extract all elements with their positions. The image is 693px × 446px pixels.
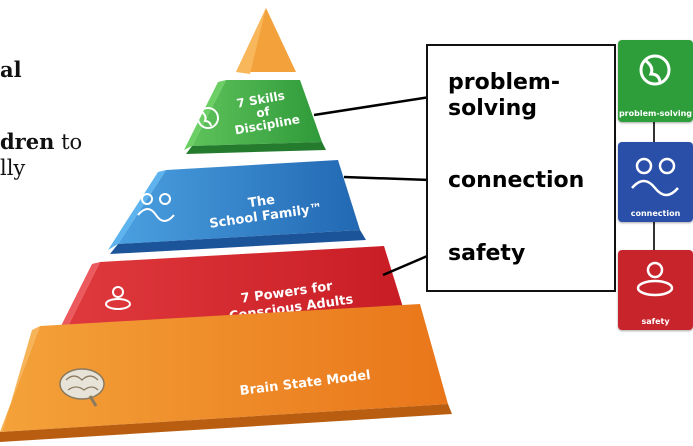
safety-icon xyxy=(105,286,131,310)
paragraph-fragment-line3: lly xyxy=(0,156,26,180)
callout-problem-solving: problem- solving xyxy=(448,70,560,122)
globe-icon xyxy=(639,54,671,86)
brain-icon xyxy=(59,368,105,407)
highlight-word: dren xyxy=(0,129,55,154)
pyramid-tier-discipline: 7 Skills of Discipline xyxy=(184,80,326,154)
connection-icon xyxy=(137,193,175,222)
badge-caption: connection xyxy=(630,209,681,218)
pyramid-tier-brain-state: Brain State Model xyxy=(0,304,452,442)
globe-icon xyxy=(197,107,219,129)
paragraph-fragment-line2: dren to xyxy=(0,129,83,154)
callout-pointers xyxy=(313,95,433,277)
badge-caption: safety xyxy=(641,317,670,326)
badge-safety: safety xyxy=(618,250,693,330)
callout-connection: connection xyxy=(448,168,585,193)
callout-safety: safety xyxy=(448,241,526,266)
paragraph-fragment-line1: al xyxy=(0,57,22,82)
callout-box xyxy=(426,44,616,292)
pyramid-tier-school-family: The School Family™ xyxy=(108,160,366,254)
connection-icon xyxy=(631,157,679,197)
badge-connector xyxy=(653,222,655,250)
badge-caption: problem-solving xyxy=(618,109,693,118)
pyramid-apex xyxy=(236,8,296,74)
callout-problem-line1: problem- xyxy=(448,70,560,95)
badge-connector xyxy=(653,120,655,142)
callout-problem-line2: solving xyxy=(448,96,538,121)
badge-problem-solving: problem-solving xyxy=(618,40,693,122)
safety-icon xyxy=(636,261,674,297)
badge-connection: connection xyxy=(618,142,693,222)
